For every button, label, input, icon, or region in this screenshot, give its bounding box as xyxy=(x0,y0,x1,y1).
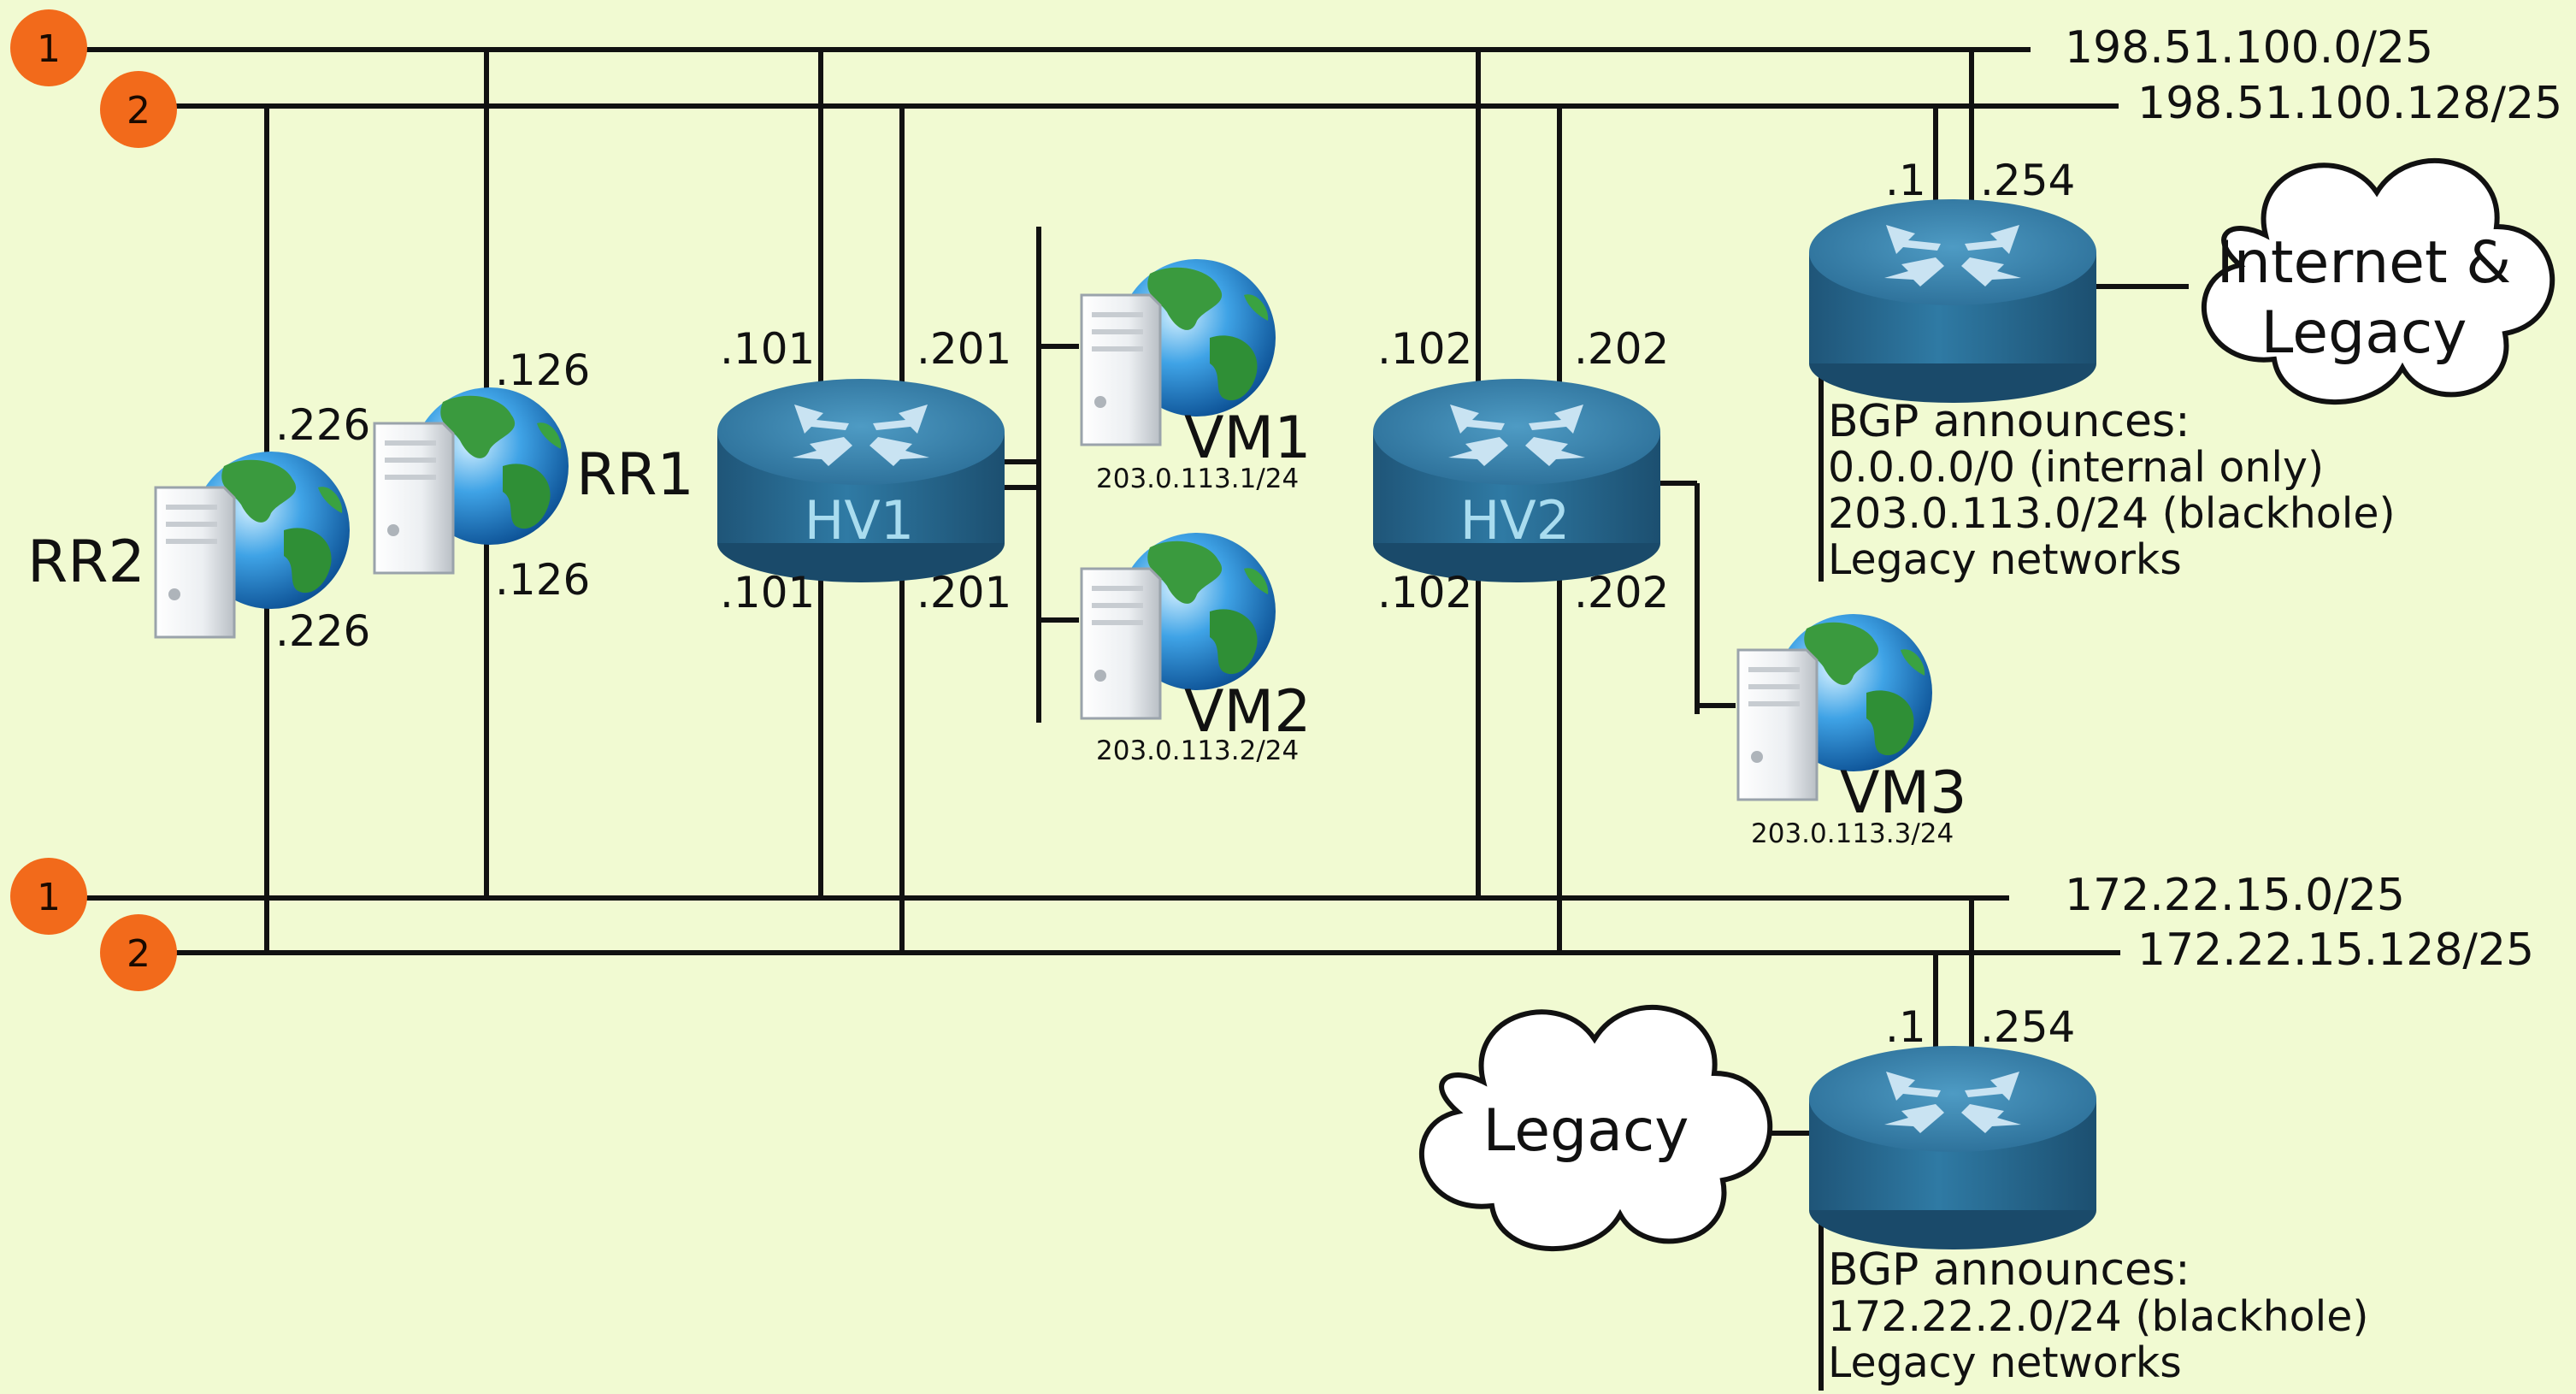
rr2-node: RR2 .226 .226 xyxy=(27,400,370,656)
rr2-addr-top: .226 xyxy=(275,400,370,450)
edge-bottom-bgp-title: BGP announces: xyxy=(1828,1244,2190,1296)
hv1-label: HV1 xyxy=(805,489,914,552)
hv2-node: HV2 .102 .202 .102 .202 xyxy=(1373,324,1669,617)
edge-bottom-addr-left: .1 xyxy=(1885,1002,1926,1052)
cloud-top-line-1: Internet & xyxy=(2217,229,2512,297)
hv1-addr-tr: .201 xyxy=(917,324,1011,374)
hv2-label: HV2 xyxy=(1460,489,1570,552)
hv1-node: HV1 .101 .201 .101 .201 xyxy=(717,324,1011,617)
rr2-label: RR2 xyxy=(27,529,145,596)
svg-text:1: 1 xyxy=(37,876,61,919)
hv2-addr-bl: .102 xyxy=(1377,568,1472,617)
svg-text:2: 2 xyxy=(127,89,150,133)
rr1-addr-top: .126 xyxy=(495,346,590,395)
rr1-addr-bottom: .126 xyxy=(495,555,590,605)
hv2-addr-tl: .102 xyxy=(1377,324,1472,374)
vm2-node: VM2 203.0.113.2/24 xyxy=(1080,531,1311,766)
cloud-bottom-label: Legacy xyxy=(1483,1097,1689,1165)
vm2-ip: 203.0.113.2/24 xyxy=(1096,735,1299,766)
hv2-addr-br: .202 xyxy=(1574,568,1669,617)
vm1-label: VM1 xyxy=(1184,405,1311,472)
edge-bottom-bgp-line-1: 172.22.2.0/24 (blackhole) xyxy=(1828,1292,2368,1341)
hv2-addr-tr: .202 xyxy=(1574,324,1669,374)
router-icon xyxy=(1809,199,2096,403)
hv1-addr-bl: .101 xyxy=(720,568,815,617)
network-label-bottom-1: 172.22.15.0/25 xyxy=(2065,870,2405,921)
edge-top-bgp-line-2: 203.0.113.0/24 (blackhole) xyxy=(1828,489,2396,538)
edge-bottom-bgp-line-2: Legacy networks xyxy=(1828,1338,2182,1387)
network-label-top-2: 198.51.100.128/25 xyxy=(2137,78,2562,129)
router-icon xyxy=(1809,1046,2096,1249)
edge-bottom-addr-right: .254 xyxy=(1980,1002,2075,1052)
network-badge-top-1: 1 xyxy=(10,9,87,86)
vm3-label: VM3 xyxy=(1840,759,1966,827)
vm2-label: VM2 xyxy=(1184,678,1311,746)
edge-top-addr-left: .1 xyxy=(1885,156,1926,205)
hv1-addr-tl: .101 xyxy=(720,324,815,374)
cloud-top-line-2: Legacy xyxy=(2261,299,2467,367)
router-icon xyxy=(1373,379,1660,582)
edge-top-addr-right: .254 xyxy=(1980,156,2075,205)
network-badge-top-2: 2 xyxy=(100,71,177,148)
rr1-node: RR1 .126 .126 xyxy=(373,346,694,605)
server-globe-icon xyxy=(373,386,570,575)
edge-router-top: .1 .254 BGP announces: 0.0.0.0/0 (intern… xyxy=(1809,156,2396,584)
internet-legacy-cloud: Internet & Legacy xyxy=(2204,161,2552,402)
network-badge-bottom-1: 1 xyxy=(10,858,87,935)
hv1-addr-br: .201 xyxy=(917,568,1011,617)
vm1-node: VM1 203.0.113.1/24 xyxy=(1080,257,1311,494)
vm3-node: VM3 203.0.113.3/24 xyxy=(1736,612,1966,849)
edge-top-bgp-line-1: 0.0.0.0/0 (internal only) xyxy=(1828,443,2324,492)
rr2-addr-bottom: .226 xyxy=(275,606,370,656)
svg-text:2: 2 xyxy=(127,932,150,976)
network-label-bottom-2: 172.22.15.128/25 xyxy=(2137,924,2534,976)
edge-top-bgp-title: BGP announces: xyxy=(1828,396,2190,447)
edge-router-bottom: .1 .254 BGP announces: 172.22.2.0/24 (bl… xyxy=(1809,1002,2368,1387)
rr1-label: RR1 xyxy=(576,441,694,509)
svg-text:1: 1 xyxy=(37,27,61,71)
network-badge-bottom-2: 2 xyxy=(100,914,177,991)
vm3-ip: 203.0.113.3/24 xyxy=(1751,818,1954,849)
network-label-top-1: 198.51.100.0/25 xyxy=(2065,22,2433,74)
vm1-ip: 203.0.113.1/24 xyxy=(1096,464,1299,494)
router-icon xyxy=(717,379,1005,582)
legacy-cloud: Legacy xyxy=(1422,1007,1770,1249)
edge-top-bgp-line-3: Legacy networks xyxy=(1828,535,2182,584)
